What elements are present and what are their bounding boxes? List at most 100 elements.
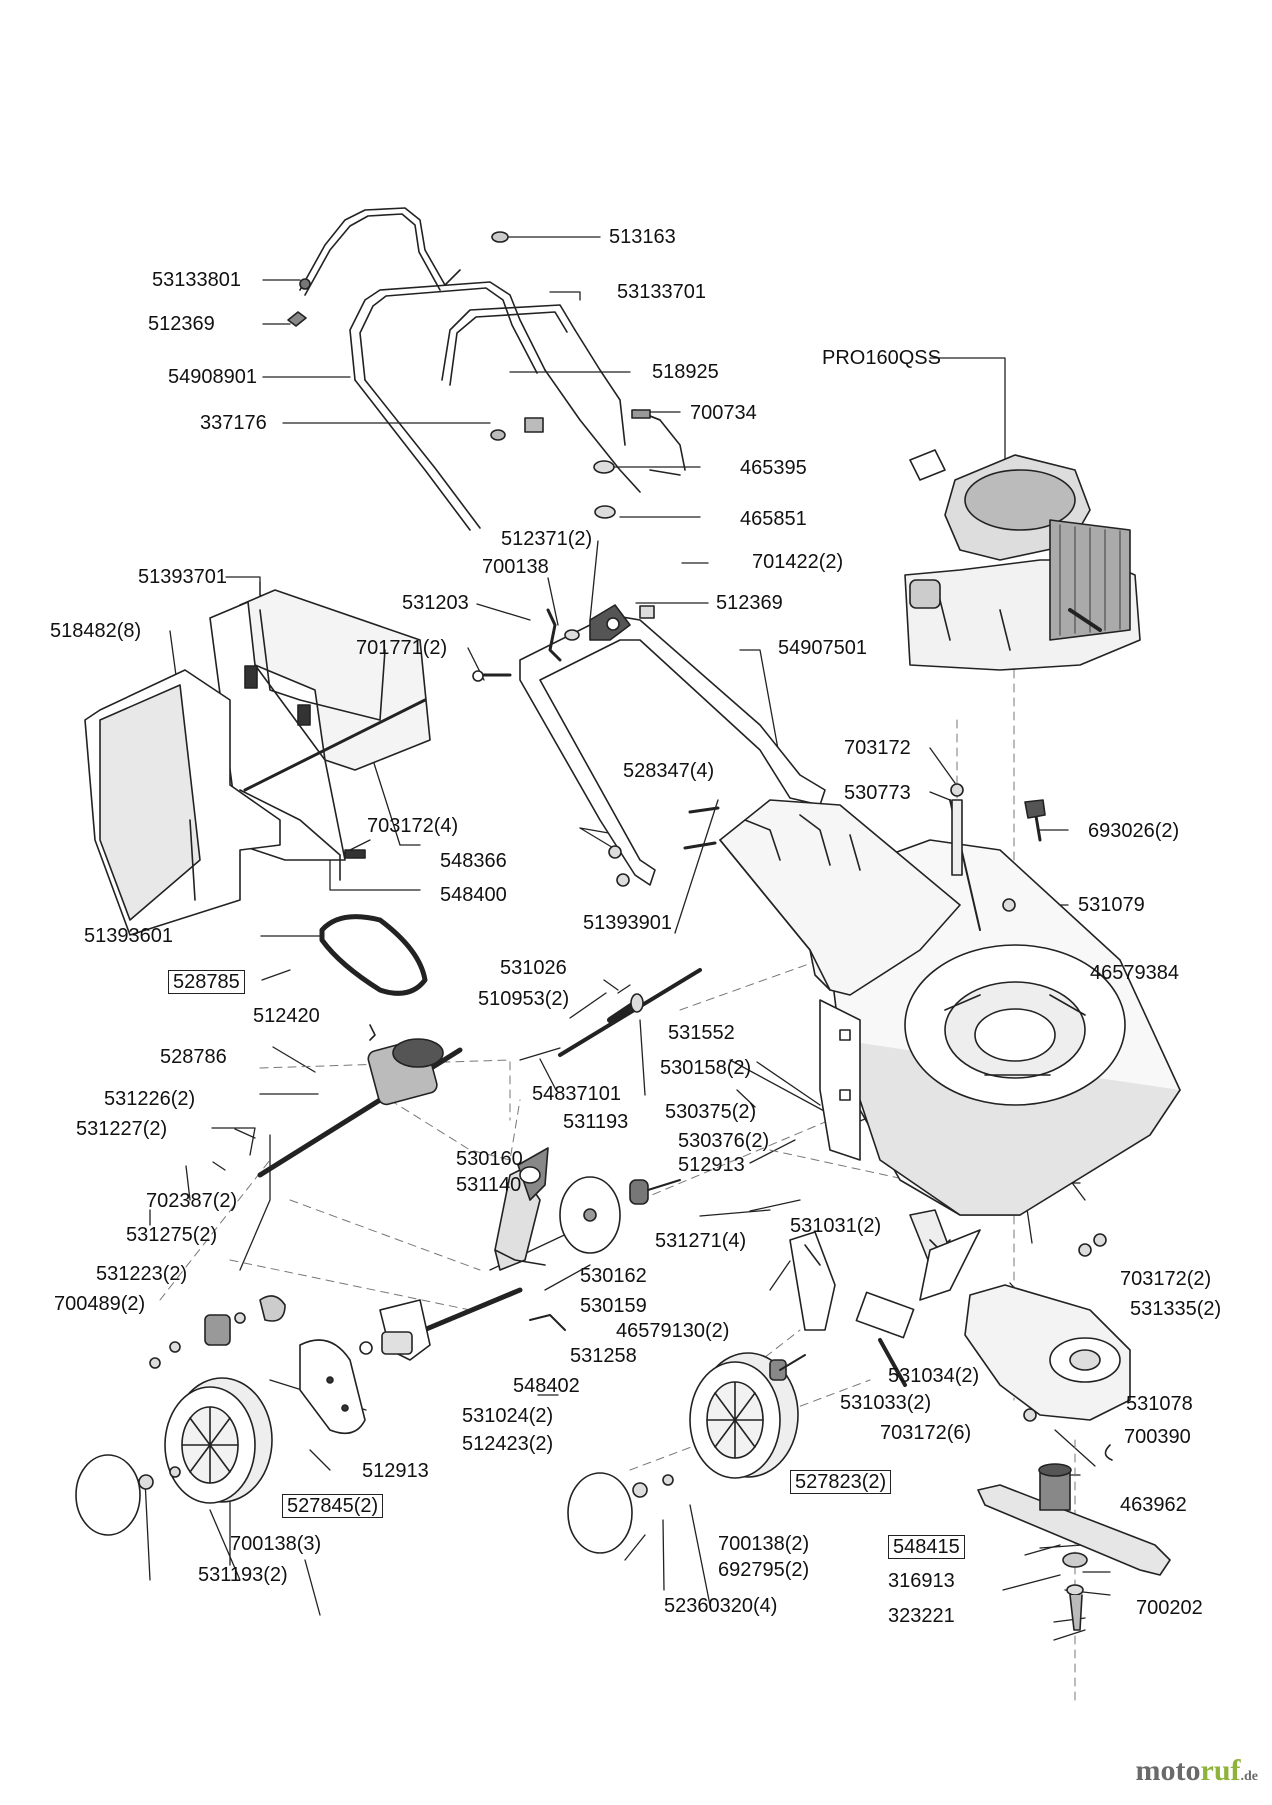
part-label: 51393901 xyxy=(583,912,672,934)
part-label: 518482(8) xyxy=(50,620,142,642)
part-label-boxed: 527845(2) xyxy=(282,1494,384,1518)
gearbox-axle xyxy=(257,968,702,1178)
part-label: 53133701 xyxy=(617,281,706,303)
part-label: 530162 xyxy=(580,1265,647,1287)
part-label: 512913 xyxy=(362,1460,429,1482)
discharge-guard xyxy=(964,1284,1131,1421)
part-label: 531258 xyxy=(570,1345,637,1367)
part-label: 701771(2) xyxy=(356,637,448,659)
watermark-part: moto xyxy=(1135,1754,1201,1787)
part-label: 337176 xyxy=(200,412,267,434)
part-label: 531227(2) xyxy=(76,1118,168,1140)
watermark-part: ruf xyxy=(1200,1754,1241,1787)
part-label: 528786 xyxy=(160,1046,227,1068)
part-label: 512369 xyxy=(716,592,783,614)
rear-axle-assembly xyxy=(299,1287,566,1435)
rear-wheel xyxy=(75,1377,273,1536)
part-label: 531552 xyxy=(668,1022,735,1044)
part-label: 316913 xyxy=(888,1570,955,1592)
part-label: 512423(2) xyxy=(462,1433,554,1455)
part-label: 512369 xyxy=(148,313,215,335)
part-label: 531335(2) xyxy=(1130,1298,1222,1320)
part-label: 531193 xyxy=(563,1111,629,1133)
part-label: 700390 xyxy=(1124,1426,1191,1448)
part-label: 53133801 xyxy=(152,269,241,291)
part-label: 323221 xyxy=(888,1605,955,1627)
part-label: 52360320(4) xyxy=(664,1595,778,1617)
part-label: 46579130(2) xyxy=(616,1320,730,1342)
part-label: 703172(2) xyxy=(1120,1268,1212,1290)
part-label: 465851 xyxy=(740,508,807,530)
part-label: 531024(2) xyxy=(462,1405,554,1427)
part-label: 530376(2) xyxy=(678,1130,770,1152)
part-label-boxed: 527823(2) xyxy=(790,1470,892,1494)
part-label: 518925 xyxy=(652,361,719,383)
part-label: 700138(3) xyxy=(230,1533,322,1555)
part-label: 531026 xyxy=(500,957,567,979)
part-label-boxed: 548415 xyxy=(888,1535,965,1559)
upper-handle-assembly xyxy=(287,207,686,531)
part-label-boxed: 528785 xyxy=(168,970,245,994)
part-label: 531033(2) xyxy=(840,1392,932,1414)
part-label: 51393601 xyxy=(84,925,173,947)
rear-flap xyxy=(719,799,961,996)
part-label: 46579384 xyxy=(1090,962,1179,984)
part-label: 531034(2) xyxy=(888,1365,980,1387)
height-adjuster xyxy=(494,1147,681,1271)
part-label: 700734 xyxy=(690,402,757,424)
part-label: 510953(2) xyxy=(478,988,570,1010)
part-label: 54907501 xyxy=(778,637,867,659)
part-label: 693026(2) xyxy=(1088,820,1180,842)
part-label: 702387(2) xyxy=(146,1190,238,1212)
part-label: 703172(4) xyxy=(367,815,459,837)
part-label: 512913 xyxy=(678,1154,745,1176)
part-label: 531078 xyxy=(1126,1393,1193,1415)
watermark-part: .de xyxy=(1240,1769,1259,1784)
part-label: 548366 xyxy=(440,850,507,872)
blade-assembly xyxy=(977,1444,1171,1631)
part-label: 54908901 xyxy=(168,366,257,388)
part-label: 513163 xyxy=(609,226,676,248)
part-label: 548400 xyxy=(440,884,507,906)
part-label: 700138(2) xyxy=(718,1533,810,1555)
part-label: 530159 xyxy=(580,1295,647,1317)
part-label: 51393701 xyxy=(138,566,227,588)
part-label: PRO160QSS xyxy=(822,347,941,369)
watermark: motoruf.de xyxy=(1136,1754,1258,1788)
part-label: 530773 xyxy=(844,782,911,804)
part-label: 531193(2) xyxy=(198,1564,288,1586)
part-label: 465395 xyxy=(740,457,807,479)
part-label: 700138 xyxy=(482,556,549,578)
engine xyxy=(904,449,1141,671)
grass-catcher xyxy=(84,589,431,936)
wheel-bearing-parts xyxy=(149,1295,286,1369)
drive-belt xyxy=(319,914,428,996)
part-label: 463962 xyxy=(1120,1494,1187,1516)
part-label: 700202 xyxy=(1136,1597,1203,1619)
part-label: 528347(4) xyxy=(623,760,715,782)
part-label: 54837101 xyxy=(532,1083,621,1105)
deck-hardware xyxy=(769,783,1107,1422)
part-label: 548402 xyxy=(513,1375,580,1397)
part-label: 512371(2) xyxy=(501,528,593,550)
part-label: 531275(2) xyxy=(126,1224,218,1246)
part-label: 530158(2) xyxy=(660,1057,752,1079)
part-label: 530160 xyxy=(456,1148,523,1170)
part-label: 531031(2) xyxy=(790,1215,882,1237)
lower-handle xyxy=(472,604,826,887)
part-label: 701422(2) xyxy=(752,551,844,573)
part-label: 703172 xyxy=(844,737,911,759)
part-label: 700489(2) xyxy=(54,1293,146,1315)
part-label: 531203 xyxy=(402,592,469,614)
part-label: 531223(2) xyxy=(96,1263,188,1285)
front-wheel xyxy=(567,1352,799,1554)
part-label: 531079 xyxy=(1078,894,1145,916)
part-label: 692795(2) xyxy=(718,1559,810,1581)
part-label: 531140 xyxy=(456,1174,522,1196)
part-label: 703172(6) xyxy=(880,1422,972,1444)
part-label: 512420 xyxy=(253,1005,320,1027)
part-label: 530375(2) xyxy=(665,1101,757,1123)
part-label: 531271(4) xyxy=(655,1230,747,1252)
